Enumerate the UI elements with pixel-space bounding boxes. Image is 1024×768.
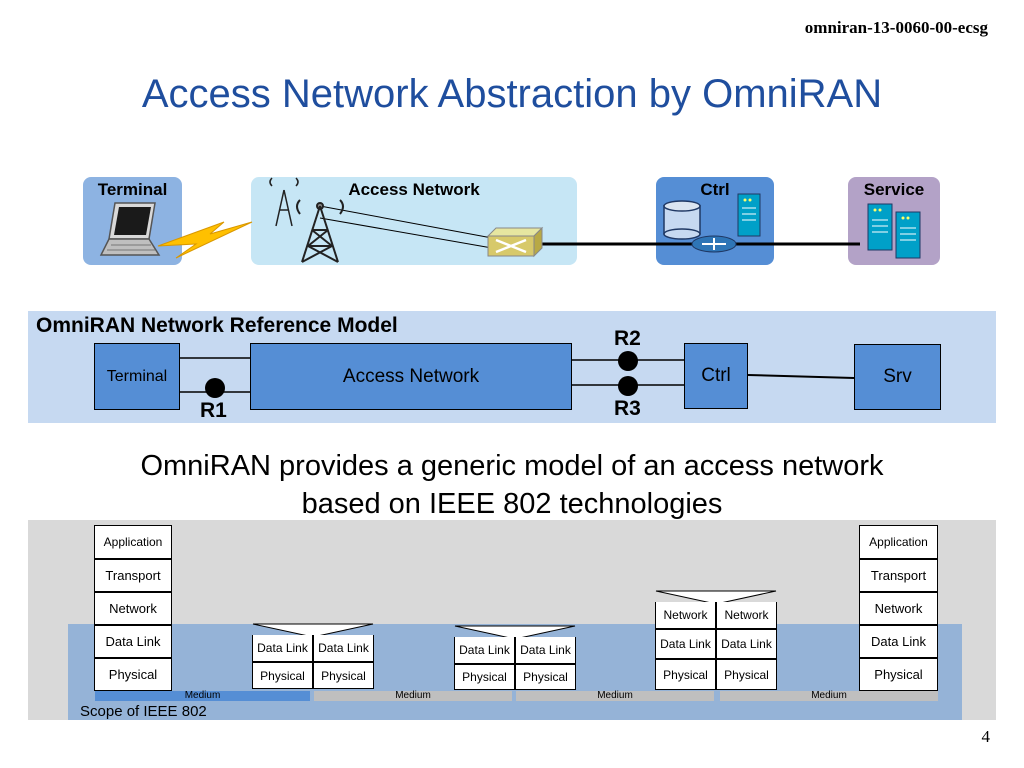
terminal-panel-label: Terminal: [97, 180, 168, 199]
bridge-2-datalink-b: Data Link: [515, 637, 576, 664]
router-physical-b: Physical: [716, 659, 777, 690]
bridge-2-physical-a: Physical: [454, 664, 515, 690]
router-network-a: Network: [655, 602, 716, 629]
left-transport-layer: Transport: [94, 559, 172, 592]
r1-dot: [205, 378, 225, 398]
caption-line-2: based on IEEE 802 technologies: [301, 488, 723, 520]
r2-dot: [618, 351, 638, 371]
r3-label: R3: [614, 397, 641, 420]
wireless-lightning-icon: [157, 221, 253, 259]
access-network-panel-label: Access Network: [348, 180, 480, 199]
router-stack-top: [655, 590, 777, 605]
r2-label: R2: [614, 327, 641, 350]
router-datalink-a: Data Link: [655, 629, 716, 659]
switch-icon: [486, 226, 544, 258]
medium-bar-1: Medium: [95, 691, 310, 701]
router-datalink-b: Data Link: [716, 629, 777, 659]
slide-title: Access Network Abstraction by OmniRAN: [141, 72, 883, 116]
right-network-layer: Network: [859, 592, 938, 625]
left-datalink-layer: Data Link: [94, 625, 172, 658]
ref-ctrl-label: Ctrl: [701, 365, 731, 386]
left-network-layer: Network: [94, 592, 172, 625]
ref-access-network-label: Access Network: [342, 365, 480, 387]
topology-drawing: [157, 177, 921, 263]
r1-label: R1: [200, 399, 227, 422]
bridge-1-datalink-b: Data Link: [313, 635, 374, 662]
router-icon: [691, 235, 737, 253]
ref-terminal-box: Terminal: [94, 343, 180, 410]
caption: OmniRAN provides a generic model of an a…: [0, 447, 1024, 523]
document-id: omniran-13-0060-00-ecsg: [804, 18, 988, 37]
router-network-b: Network: [716, 602, 777, 629]
ref-terminal-label: Terminal: [106, 367, 168, 385]
right-datalink-layer: Data Link: [859, 625, 938, 658]
medium-bar-2: Medium: [314, 691, 512, 701]
service-server-icon-2: [895, 211, 921, 259]
terminal-panel: Terminal: [83, 177, 182, 265]
ref-ctrl-box: Ctrl: [684, 343, 748, 409]
ref-srv-label: Srv: [883, 366, 912, 387]
database-icon: [663, 200, 701, 240]
bridge-2-datalink-a: Data Link: [454, 637, 515, 664]
router-physical-a: Physical: [655, 659, 716, 690]
left-application-layer: Application: [94, 525, 172, 559]
bridge-1-physical-b: Physical: [313, 662, 374, 689]
bridge-2-physical-b: Physical: [515, 664, 576, 690]
medium-bar-3: Medium: [516, 691, 714, 701]
ref-srv-box: Srv: [854, 344, 941, 410]
right-physical-layer: Physical: [859, 658, 938, 691]
medium-bar-4: Medium: [720, 691, 938, 701]
right-application-layer: Application: [859, 525, 938, 559]
radio-link: [319, 205, 493, 239]
ref-access-network-box: Access Network: [250, 343, 572, 410]
right-transport-layer: Transport: [859, 559, 938, 592]
cell-tower-icon: [296, 199, 344, 263]
bridge-2-top: [454, 625, 576, 640]
ctrl-panel-label: Ctrl: [700, 180, 730, 199]
service-server-icon-1: [867, 203, 893, 251]
scope-label: Scope of IEEE 802: [80, 703, 207, 720]
service-panel-label: Service: [863, 180, 925, 199]
caption-line-1: OmniRAN provides a generic model of an a…: [140, 450, 884, 482]
small-tower-icon: [269, 177, 299, 227]
service-panel: Service: [848, 177, 940, 265]
r3-dot: [618, 376, 638, 396]
laptop-icon: [99, 202, 161, 256]
page-number: 4: [981, 727, 991, 746]
ctrl-server-icon: [737, 193, 761, 237]
reference-model-title: OmniRAN Network Reference Model: [36, 314, 398, 337]
bridge-1-physical-a: Physical: [252, 662, 313, 689]
bridge-1-top: [252, 623, 374, 638]
left-physical-layer: Physical: [94, 658, 172, 691]
bridge-1-datalink-a: Data Link: [252, 635, 313, 662]
